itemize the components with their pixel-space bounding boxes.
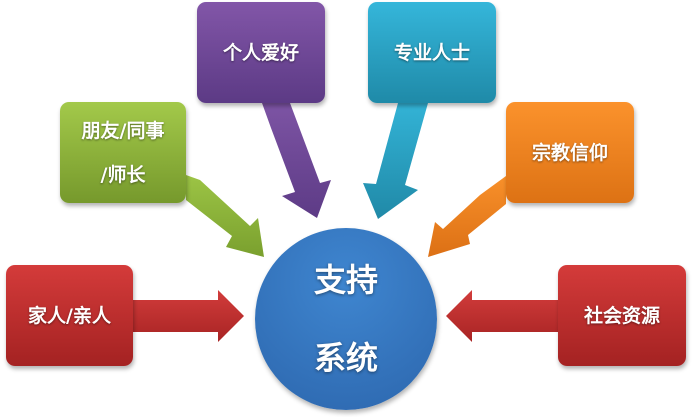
arrow-religion [428,176,506,257]
node-family: 家人/亲人 [6,265,133,366]
node-professionals-label: 专业人士 [393,41,470,64]
arrow-social-resources [446,290,558,342]
node-friends: 朋友/同事 /师长 [60,102,186,203]
node-social-resources: 社会资源 [558,265,686,366]
node-religion: 宗教信仰 [506,102,634,203]
arrow-hobbies [262,103,331,218]
hub-support-system: 支持 系统 [255,228,437,410]
node-family-label: 家人/亲人 [28,304,111,327]
node-religion-label: 宗教信仰 [531,141,608,164]
arrow-professionals [363,103,428,219]
arrow-friends [186,175,264,257]
node-friends-label-line1: 朋友/同事 [81,119,165,142]
arrow-family [133,290,244,342]
node-social-resources-label: 社会资源 [583,304,660,327]
hub-label-line1: 支持 [313,261,378,299]
node-hobbies: 个人爱好 [197,2,325,103]
node-professionals: 专业人士 [368,2,496,103]
node-hobbies-label: 个人爱好 [222,41,299,64]
node-friends-label-line2: /师长 [100,163,146,186]
hub-label-line2: 系统 [313,339,378,377]
